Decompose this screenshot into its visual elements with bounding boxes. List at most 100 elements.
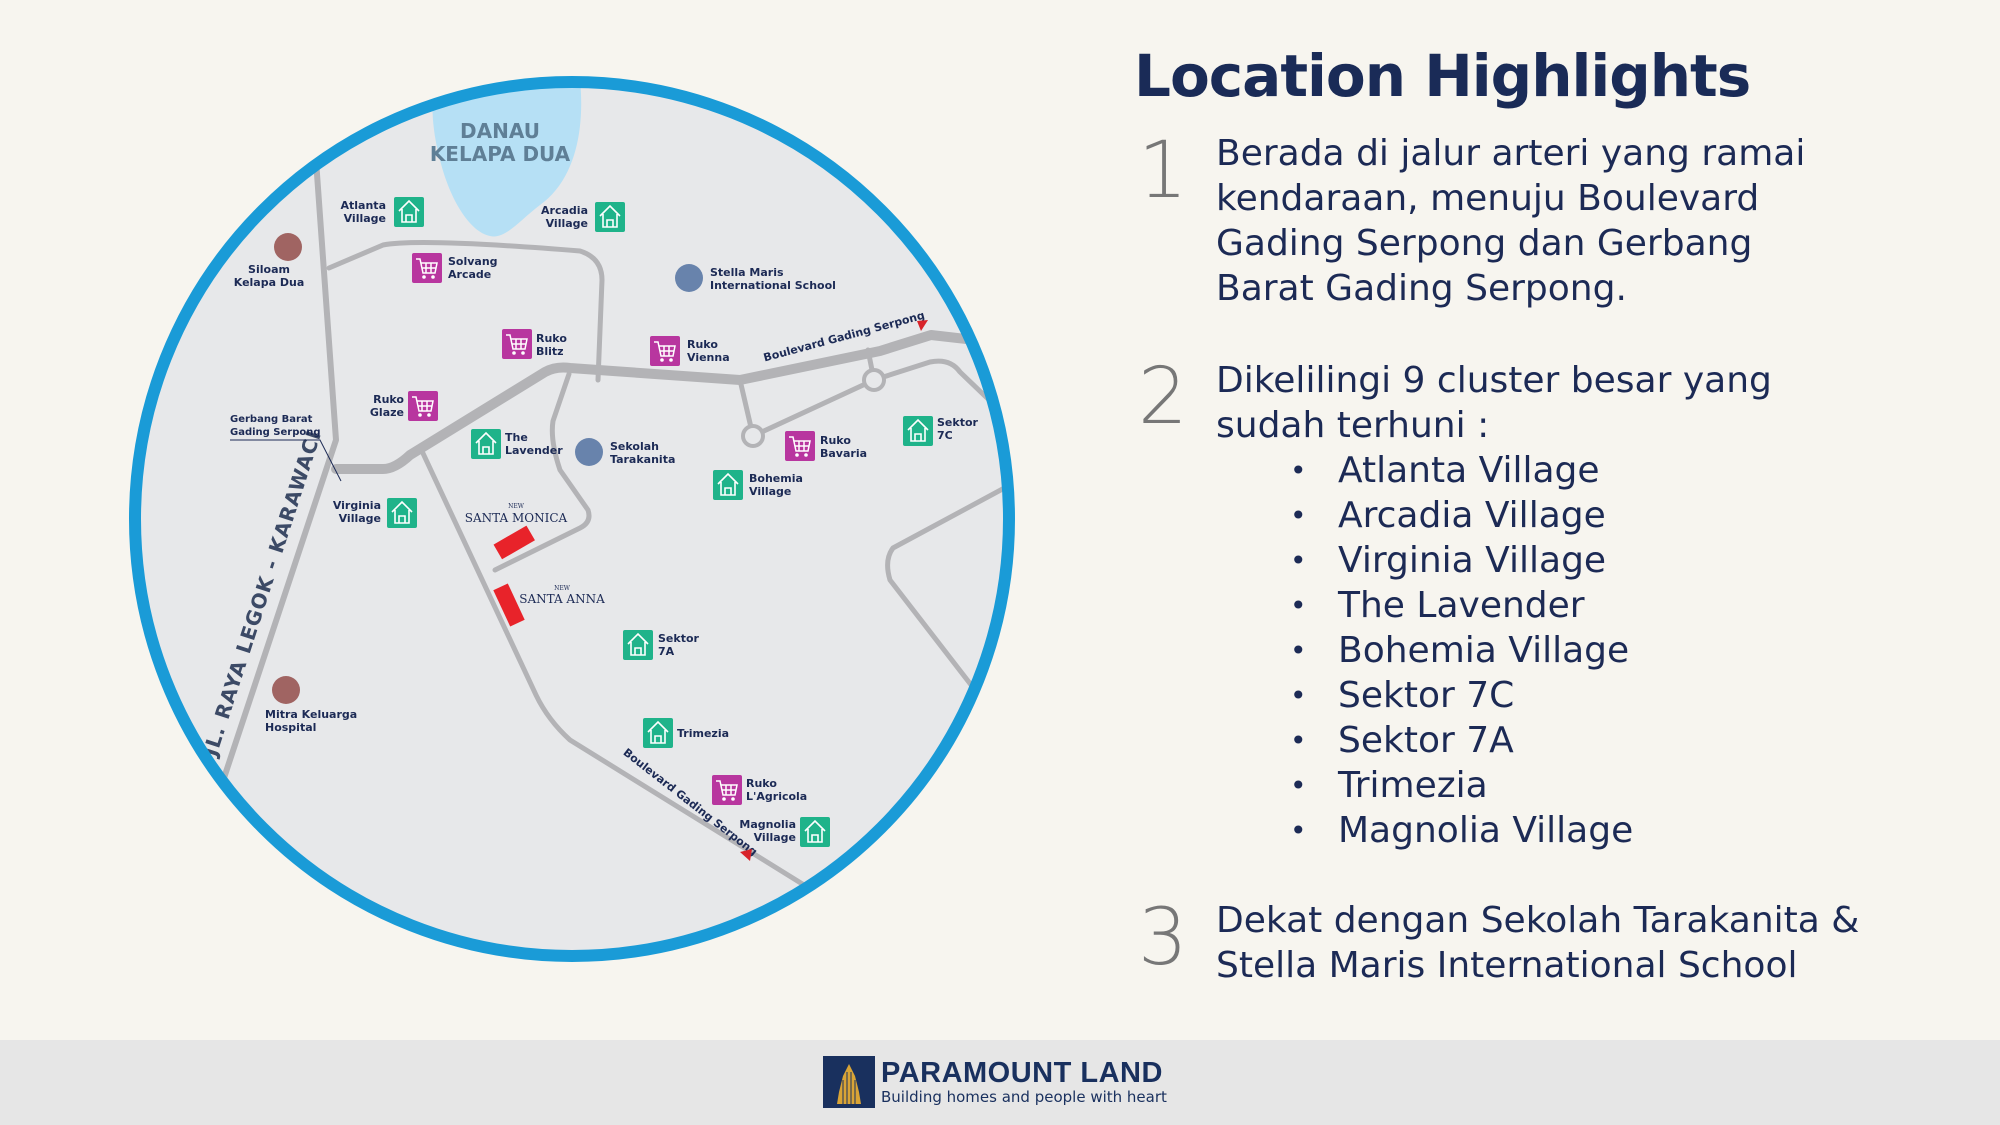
place-label: Arcade — [448, 268, 491, 281]
lake-danau-kelapa-dua — [432, 82, 582, 237]
text-line: sudah terhuni : — [1216, 405, 1490, 446]
place-label: Village — [339, 512, 381, 525]
direction-arrow-icon — [740, 849, 752, 861]
project-new-label: NEW — [508, 503, 525, 510]
road-right-lower — [885, 482, 1009, 693]
house-marker-icon — [800, 817, 830, 847]
cluster-item: Magnolia Village — [1290, 808, 1633, 853]
gate-pointer — [230, 439, 342, 482]
cluster-item: Sektor 7C — [1290, 673, 1633, 718]
poi-label: Tarakanita — [610, 453, 675, 466]
shopping-cart-marker-icon — [650, 336, 680, 366]
place-label: Village — [749, 485, 791, 498]
poi-label: International School — [710, 279, 836, 292]
house-marker-icon — [903, 416, 933, 446]
place-label: Ruko — [746, 777, 777, 790]
text-line: Barat Gading Serpong. — [1216, 268, 1627, 309]
place-label: Lavender — [505, 444, 563, 457]
road-upper-loop — [326, 240, 605, 383]
place-label: The — [505, 431, 528, 444]
cluster-item: Sektor 7A — [1290, 718, 1633, 763]
brand-tagline: Building homes and people with heart — [881, 1088, 1167, 1106]
footer: PARAMOUNT LAND Building homes and people… — [0, 1040, 2000, 1125]
house-marker-icon — [595, 202, 625, 232]
place-label: L'Agricola — [746, 790, 807, 803]
place-label: Bohemia — [749, 472, 803, 485]
place-label: Ruko — [373, 393, 404, 406]
road-diagonal — [418, 446, 807, 888]
map-land — [135, 82, 1009, 956]
page-title: Location Highlights — [1134, 42, 1751, 110]
santa-monica-plot — [493, 525, 535, 560]
place-label: Village — [344, 212, 386, 225]
house-marker-icon — [471, 429, 501, 459]
shopping-cart-marker-icon — [412, 253, 442, 283]
highlight-number: 1 — [1138, 126, 1188, 216]
place-label: Glaze — [370, 406, 404, 419]
brand-name: PARAMOUNT LAND — [881, 1057, 1163, 1089]
house-marker-icon — [713, 470, 743, 500]
project-santa-anna: SANTA ANNA — [519, 592, 605, 606]
santa-anna-plot — [493, 583, 525, 627]
hospital-marker-icon — [274, 233, 302, 261]
lake-label: KELAPA DUA — [430, 142, 571, 166]
cluster-item: The Lavender — [1290, 583, 1633, 628]
place-label: 7C — [937, 429, 953, 442]
place-label: Virginia — [333, 499, 381, 512]
place-label: Atlanta — [341, 199, 386, 212]
text-line: Dekat dengan Sekolah Tarakanita & — [1216, 900, 1860, 941]
school-marker-icon — [675, 264, 703, 292]
highlight-number: 2 — [1138, 352, 1188, 442]
house-marker-icon — [623, 630, 653, 660]
text-line: kendaraan, menuju Boulevard — [1216, 178, 1760, 219]
cluster-item: Arcadia Village — [1290, 493, 1633, 538]
place-label: Ruko — [536, 332, 567, 345]
place-label: Trimezia — [677, 727, 729, 740]
place-label: Village — [754, 831, 796, 844]
shopping-cart-marker-icon — [785, 431, 815, 461]
place-label: Bavaria — [820, 447, 867, 460]
place-label: Solvang — [448, 255, 498, 268]
highlight-3-text: Dekat dengan Sekolah Tarakanita & Stella… — [1216, 898, 1976, 988]
poi-label: Kelapa Dua — [234, 276, 305, 289]
cluster-item: Trimezia — [1290, 763, 1633, 808]
cluster-list: Atlanta Village Arcadia Village Virginia… — [1290, 448, 1633, 853]
highlight-1-text: Berada di jalur arteri yang ramai kendar… — [1216, 131, 1976, 311]
place-label: Sektor — [937, 416, 979, 429]
road-legok-karawaci — [217, 157, 339, 793]
place-label: 7A — [658, 645, 675, 658]
poi-label: Mitra Keluarga — [265, 708, 357, 721]
poi-label: Sekolah — [610, 440, 659, 453]
roundabout — [862, 368, 886, 392]
house-marker-icon — [643, 718, 673, 748]
cluster-item: Virginia Village — [1290, 538, 1633, 583]
gate-label: Gerbang Barat — [230, 414, 313, 425]
place-label: Ruko — [687, 338, 718, 351]
school-marker-icon — [575, 438, 603, 466]
road-boulevard-main — [331, 330, 1009, 474]
shopping-cart-marker-icon — [502, 329, 532, 359]
place-label: Village — [546, 217, 588, 230]
project-santa-monica: SANTA MONICA — [465, 511, 568, 525]
building-icon — [823, 1056, 875, 1108]
paramount-land-logo: PARAMOUNT LAND Building homes and people… — [823, 1056, 1167, 1108]
hospital-marker-icon — [272, 676, 300, 704]
highlight-number: 3 — [1138, 893, 1188, 983]
text-line: Gading Serpong dan Gerbang — [1216, 223, 1753, 264]
text-line: Stella Maris International School — [1216, 945, 1798, 986]
house-marker-icon — [394, 197, 424, 227]
place-label: Ruko — [820, 434, 851, 447]
house-marker-icon — [387, 498, 417, 528]
place-label: Magnolia — [739, 818, 796, 831]
gate-label: Gading Serpong — [230, 427, 321, 438]
place-label: Vienna — [687, 351, 730, 364]
place-label: Arcadia — [541, 204, 588, 217]
text-line: Berada di jalur arteri yang ramai — [1216, 133, 1806, 174]
poi-label: Siloam — [248, 263, 290, 276]
poi-label: Stella Maris — [710, 266, 784, 279]
text-line: Dikelilingi 9 cluster besar yang — [1216, 360, 1772, 401]
cluster-item: Bohemia Village — [1290, 628, 1633, 673]
roundabout — [741, 424, 765, 448]
place-label: Sektor — [658, 632, 700, 645]
